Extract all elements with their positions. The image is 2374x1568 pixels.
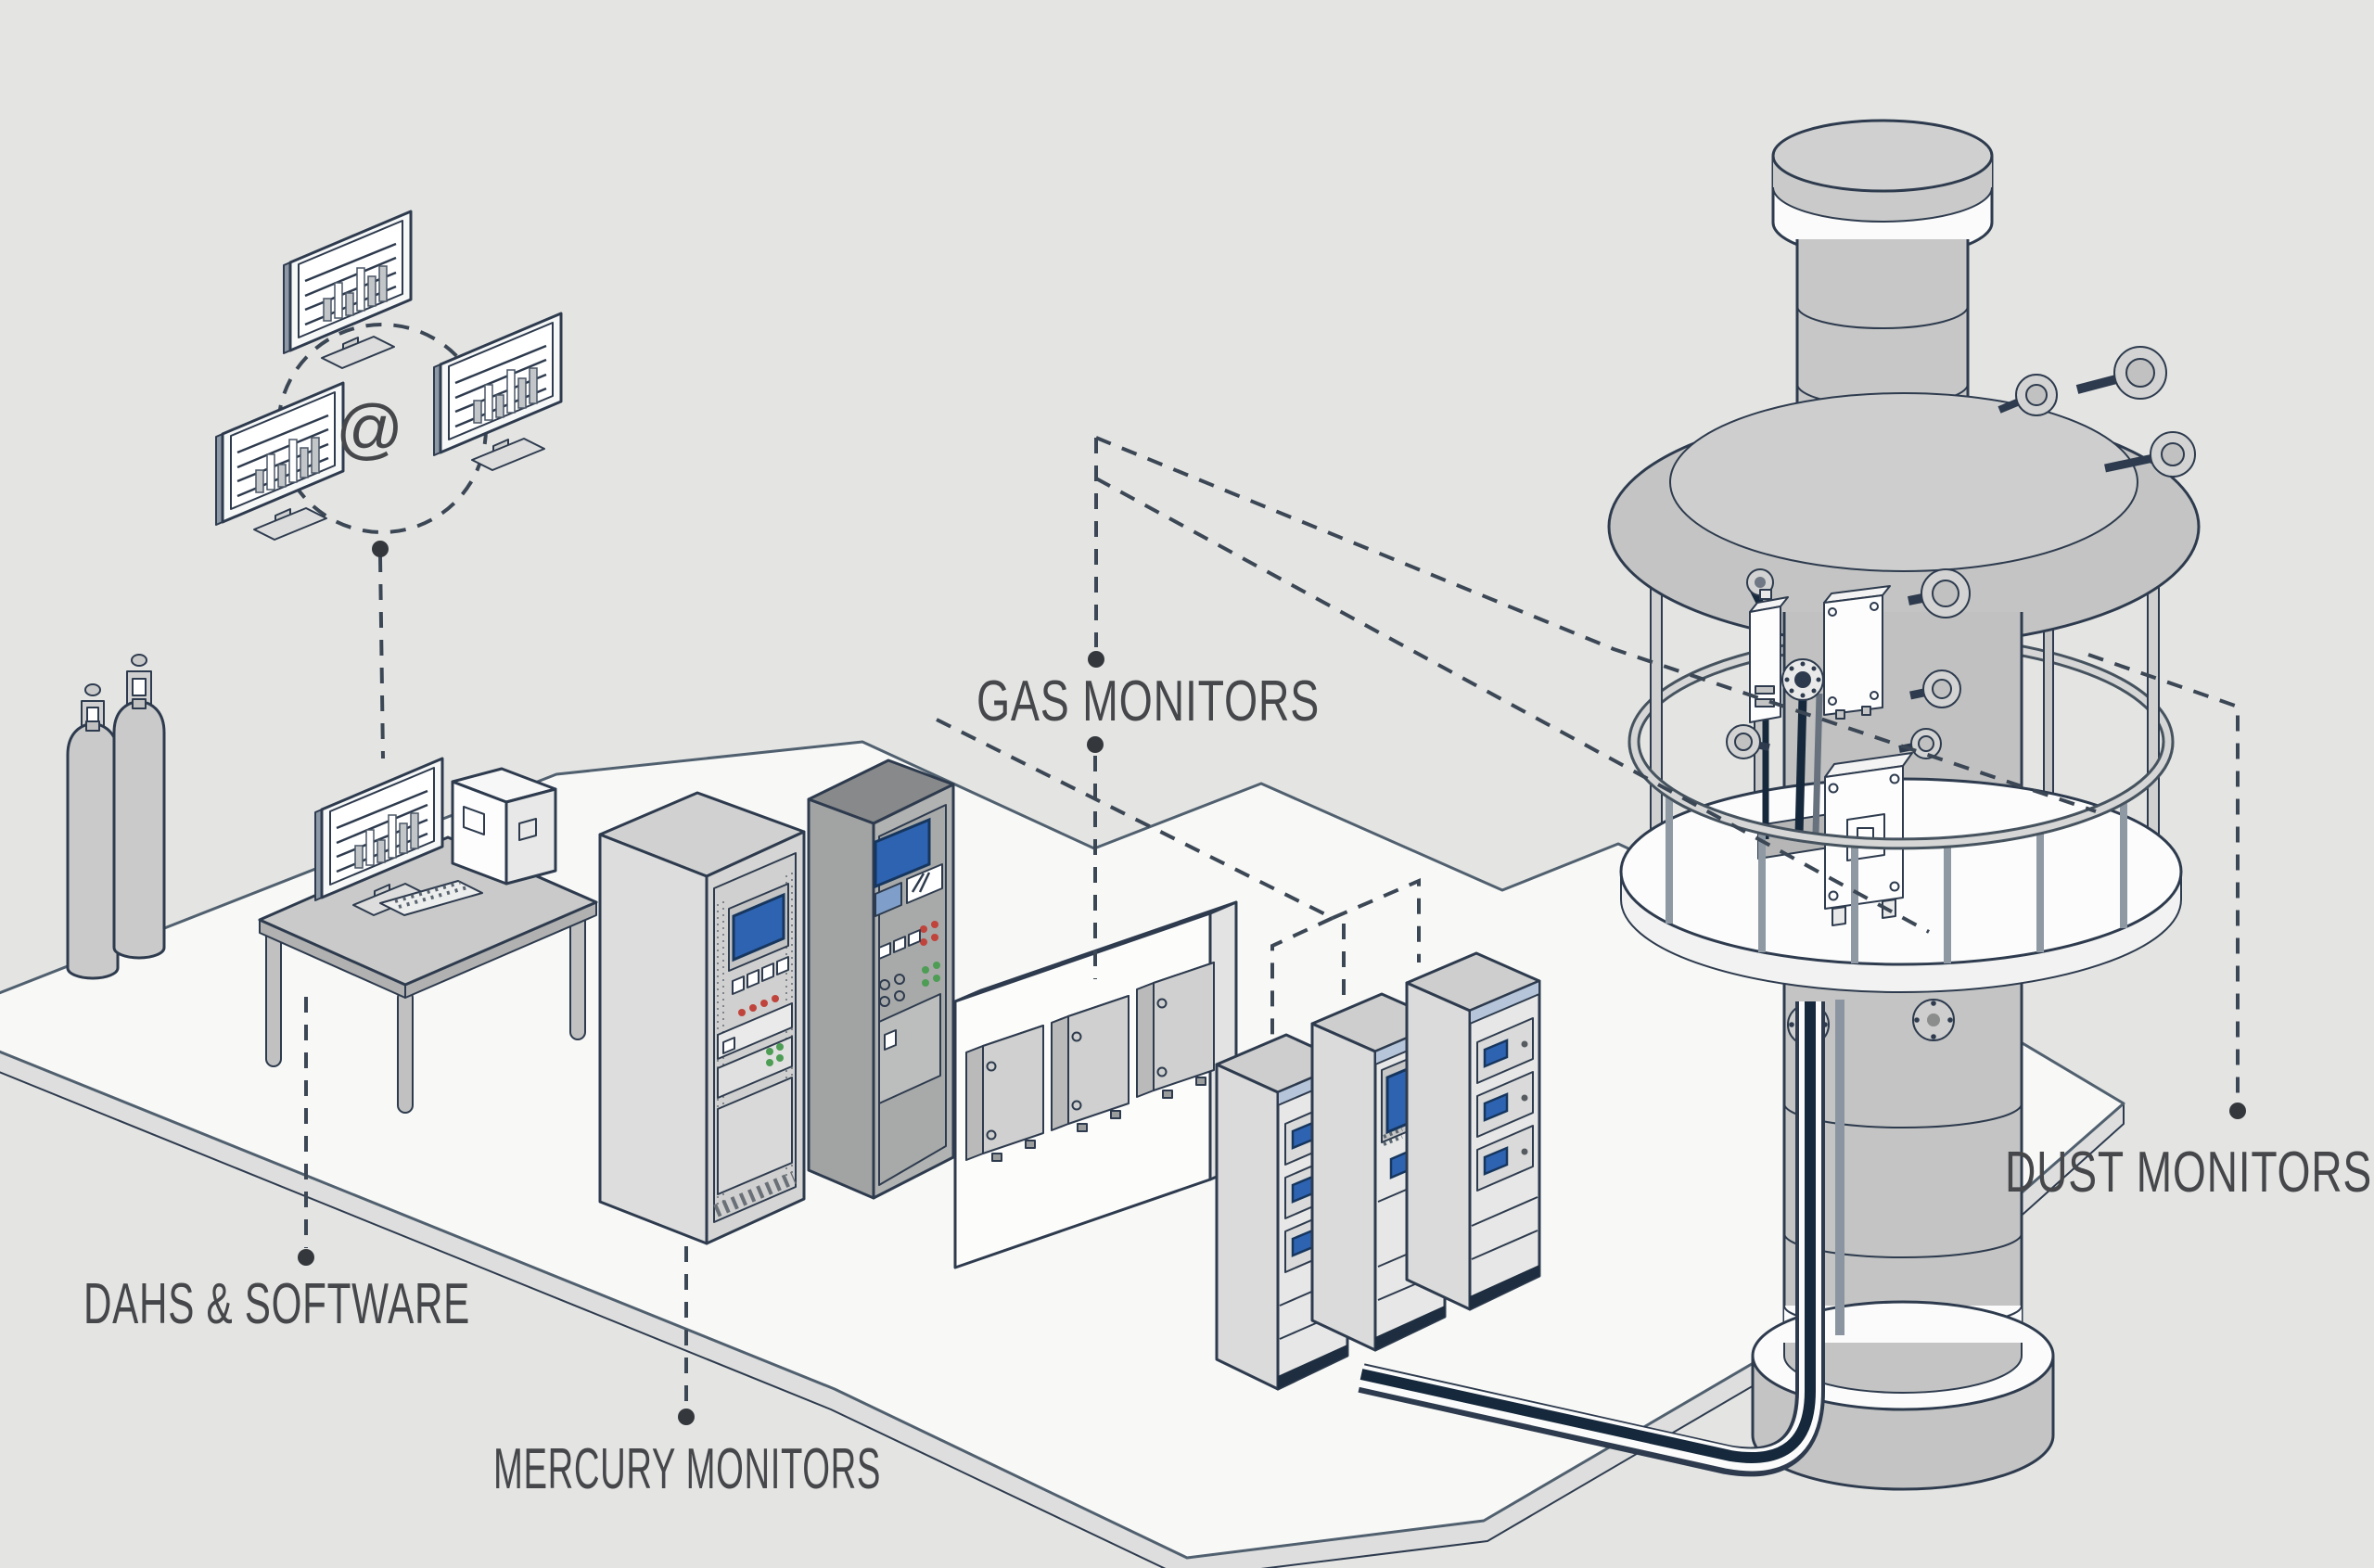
port-flange-icon — [1746, 568, 1774, 596]
network-at-symbol: @ — [336, 392, 404, 466]
dust-monitors-label: DUST MONITORS — [2005, 1141, 2372, 1205]
desktop-pc-tower — [451, 767, 557, 886]
wall-mounted-analyzer-box — [965, 1025, 1044, 1162]
leader-lines — [298, 436, 2246, 1425]
gas-monitor-racks — [1215, 951, 1541, 1391]
networked-monitors: @ — [214, 210, 563, 542]
platform-railing — [1666, 793, 2127, 963]
bolt-flange-icon — [1781, 658, 1824, 701]
dust-sensor-icon — [2075, 346, 2167, 400]
dust-sensor-icon — [1908, 568, 1971, 618]
gas-cylinders — [66, 654, 166, 980]
wall-mounted-analyzer-box — [1051, 995, 1130, 1132]
analyzer-cabinet — [807, 759, 955, 1200]
gas-cylinder — [112, 654, 166, 960]
bolt-flange-icon — [1912, 999, 1955, 1041]
dust-sensor-icon — [1726, 724, 1770, 759]
gas-monitors-label: GAS MONITORS — [976, 669, 1320, 733]
gas-cylinder — [66, 683, 120, 980]
dust-sensor-icon — [2104, 431, 2196, 478]
smokestack — [1358, 119, 2201, 1491]
monitor-icon — [432, 312, 563, 472]
mercury-monitors-label: MERCURY MONITORS — [493, 1437, 881, 1501]
dahs-workstation — [258, 757, 598, 1114]
dust-monitor-sensors — [1726, 568, 1971, 759]
analyzer-cabinet — [598, 791, 806, 1245]
stack-equipment — [1746, 568, 1913, 926]
probe-controller-box — [1749, 589, 1789, 723]
dust-sensor-icon — [1909, 669, 1961, 708]
wall-mounted-analyzer-box — [1136, 962, 1215, 1099]
monitor-icon — [282, 210, 413, 370]
stack-dome — [1607, 392, 2201, 647]
stack-base — [1751, 1300, 2055, 1491]
dahs-software-label: DAHS & SOFTWARE — [83, 1272, 470, 1336]
analyzer-rack — [1405, 951, 1541, 1311]
mercury-monitor-cabinets — [598, 759, 955, 1245]
diagram-labels: GAS MONITORS DAHS & SOFTWARE MERCURY MON… — [83, 669, 2372, 1501]
desk-leg — [397, 989, 414, 1114]
keyboard-icon — [379, 880, 483, 916]
desk-leg — [569, 912, 586, 1040]
junction-box — [1823, 585, 1891, 720]
dust-sensor-icon — [1997, 374, 2058, 416]
desk-leg — [265, 926, 282, 1067]
